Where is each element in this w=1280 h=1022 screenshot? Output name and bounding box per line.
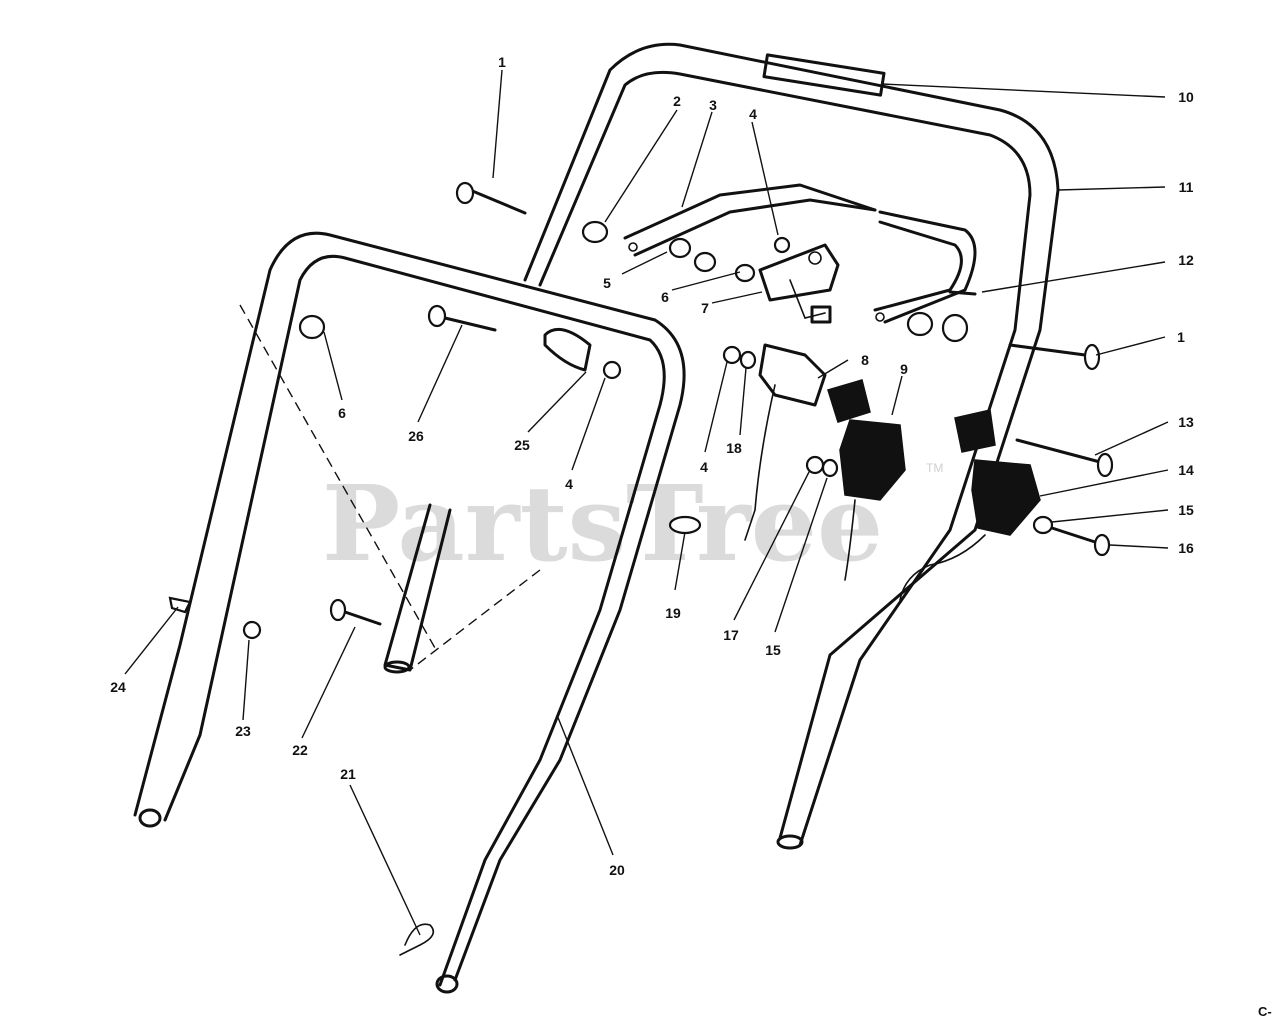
callout-15: 15 — [1178, 502, 1194, 518]
switch-assembly-left — [827, 379, 906, 581]
switch-assembly-right — [899, 409, 1041, 601]
leader-lines — [124, 69, 1169, 936]
callout-21: 21 — [340, 766, 356, 782]
callout-6-left: 6 — [338, 405, 346, 421]
callout-5: 5 — [603, 275, 611, 291]
callout-2: 2 — [673, 93, 681, 109]
callout-19: 19 — [665, 605, 681, 621]
alignment-lines — [239, 304, 541, 671]
callout-24: 24 — [110, 679, 126, 695]
callout-23: 23 — [235, 723, 251, 739]
control-bail — [623, 183, 977, 324]
callout-16: 16 — [1178, 540, 1194, 556]
callout-8: 8 — [861, 352, 869, 368]
callout-20: 20 — [609, 862, 625, 878]
callout-18: 18 — [726, 440, 742, 456]
callout-22: 22 — [292, 742, 308, 758]
corner-label: C- — [1258, 1004, 1272, 1019]
callout-26: 26 — [408, 428, 424, 444]
callout-4-left: 4 — [565, 476, 573, 492]
callout-labels: 1 2 3 4 5 6 7 1 8 9 10 11 12 13 14 15 16… — [110, 54, 1194, 878]
callout-4: 4 — [749, 106, 757, 122]
hardware — [455, 181, 1114, 557]
callout-17: 17 — [723, 627, 739, 643]
callout-1-right: 1 — [1177, 329, 1185, 345]
watermark-text: PartsTree — [322, 462, 883, 585]
callout-14: 14 — [1178, 462, 1194, 478]
callout-6: 6 — [661, 289, 669, 305]
callout-12: 12 — [1178, 252, 1194, 268]
callout-1: 1 — [498, 54, 506, 70]
control-plate — [758, 243, 840, 324]
callout-4-mid: 4 — [700, 459, 708, 475]
callout-3: 3 — [709, 97, 717, 113]
callout-7: 7 — [701, 300, 709, 316]
callout-13: 13 — [1178, 414, 1194, 430]
callout-11: 11 — [1179, 179, 1194, 195]
lower-hardware — [168, 304, 622, 956]
callout-9: 9 — [900, 361, 908, 377]
callout-25: 25 — [514, 437, 530, 453]
watermark-trademark: TM — [926, 461, 943, 475]
callout-10: 10 — [1178, 89, 1194, 105]
cable-clip — [744, 343, 827, 541]
lower-handle — [133, 231, 686, 994]
callout-15-lower: 15 — [765, 642, 781, 658]
